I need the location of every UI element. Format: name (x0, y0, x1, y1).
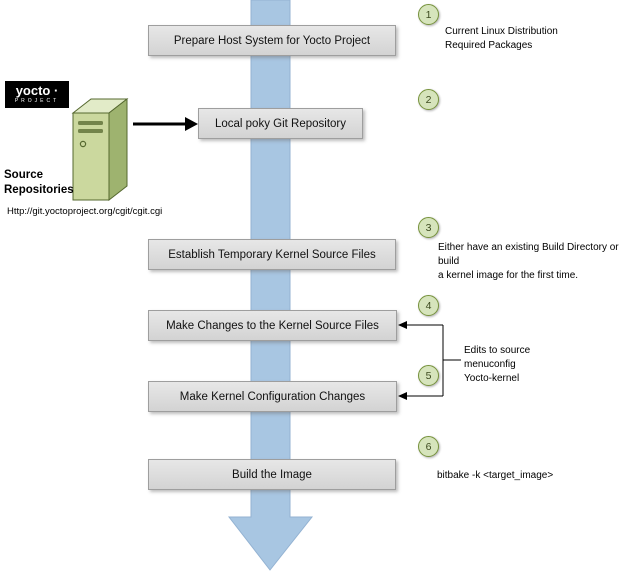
step-label: Local poky Git Repository (214, 117, 347, 130)
source-repositories-url: Http://git.yoctoproject.org/cgit/cgit.cg… (7, 206, 163, 217)
step-box-local-poky-repo: Local poky Git Repository (198, 108, 363, 139)
step-label: Prepare Host System for Yocto Project (173, 34, 371, 47)
step-number-2: 2 (418, 89, 439, 110)
arrowhead-to-step-4 (398, 321, 407, 329)
note-steps-4-5: Edits to source menuconfig Yocto-kernel (464, 345, 531, 384)
source-repositories-label: Source Repositories (4, 169, 74, 196)
step-number-6: 6 (418, 436, 439, 457)
step-label: Make Changes to the Kernel Source Files (166, 319, 379, 332)
step-number-4: 4 (418, 295, 439, 316)
server-drive-slot (78, 129, 103, 133)
note-step-6: bitbake -k <target_image> (437, 470, 554, 481)
step-label: Make Kernel Configuration Changes (179, 390, 366, 403)
server-side-face (108, 97, 128, 202)
step-box-make-changes: Make Changes to the Kernel Source Files (148, 310, 397, 341)
step-box-establish-kernel-src: Establish Temporary Kernel Source Files (148, 239, 396, 270)
note-step-3: Either have an existing Build Directory … (438, 242, 619, 281)
yocto-logo-subtitle: PROJECT (14, 98, 60, 104)
note-step-1: Current Linux Distribution Required Pack… (445, 26, 558, 51)
arrowhead-to-step-5 (398, 392, 407, 400)
step-box-build-image: Build the Image (148, 459, 396, 490)
step-label: Establish Temporary Kernel Source Files (168, 248, 376, 261)
server-top-face (71, 98, 129, 114)
server-power-button (79, 140, 87, 148)
step-number-3: 3 (418, 217, 439, 238)
yocto-logo: yocto · PROJECT (5, 81, 69, 108)
server-to-repo-arrow (133, 117, 198, 131)
server-icon (71, 97, 129, 202)
step-label: Build the Image (232, 468, 312, 481)
step-number-1: 1 (418, 4, 439, 25)
step-number-5: 5 (418, 365, 439, 386)
server-drive-slot (78, 121, 103, 125)
yocto-logo-wordmark: yocto · (15, 83, 59, 98)
edit-loop-connector (398, 321, 461, 400)
step-box-kernel-config: Make Kernel Configuration Changes (148, 381, 397, 412)
server-front-face (72, 112, 110, 201)
step-box-prepare-host: Prepare Host System for Yocto Project (148, 25, 396, 56)
